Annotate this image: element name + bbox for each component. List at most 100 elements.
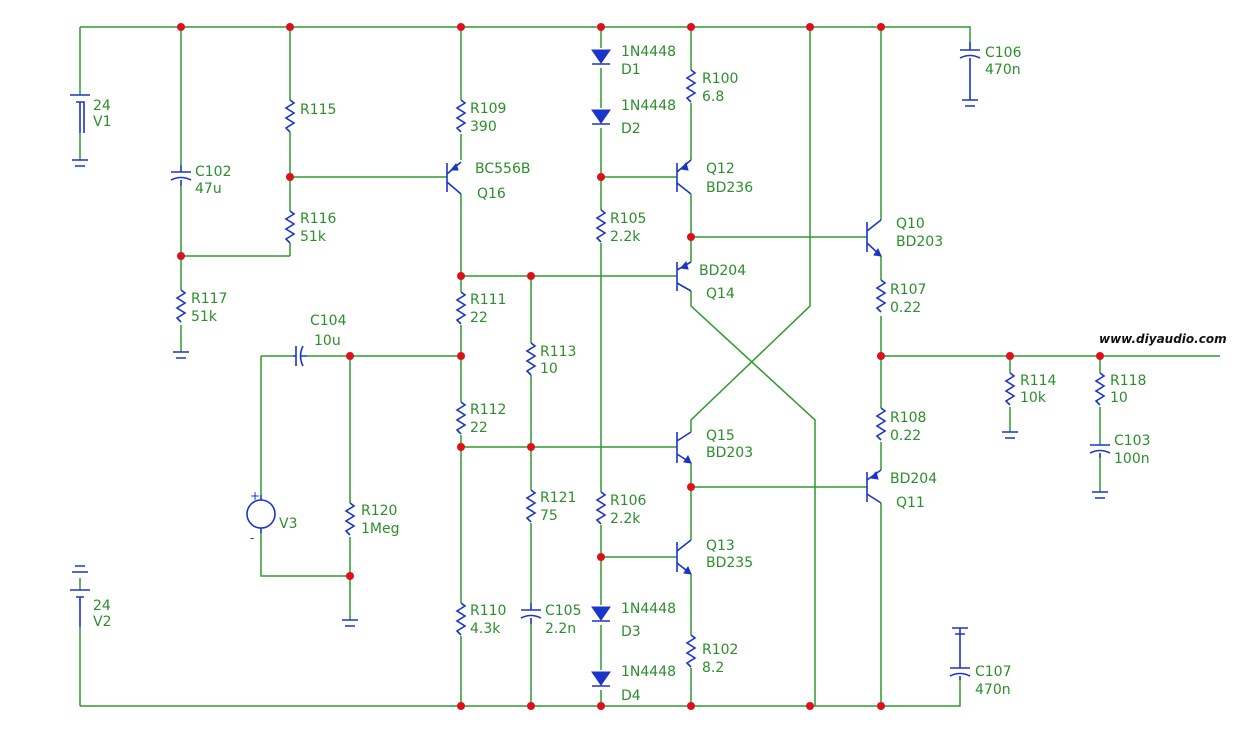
resistor-icon <box>455 602 467 636</box>
resistor-icon <box>344 502 356 536</box>
junction-dot <box>877 702 885 710</box>
ground-symbols <box>72 67 1108 660</box>
transistors <box>446 159 882 575</box>
junction-dot <box>286 23 294 31</box>
junction-dot <box>597 553 605 561</box>
resistor-icon <box>175 289 187 323</box>
q11-value: BD204 <box>890 471 937 487</box>
q16-name: Q16 <box>477 186 506 202</box>
r114-value: 10k <box>1020 390 1047 406</box>
q15-name: Q15 <box>706 428 735 444</box>
svg-text:+: + <box>250 489 260 503</box>
labels: 24 V1 24 V2 V3 C102 47u C104 10u C105 2.… <box>93 44 1227 704</box>
diode-icon <box>591 671 611 686</box>
junction-dot <box>877 352 885 360</box>
r102-value: 8.2 <box>702 660 724 676</box>
c102-name: C102 <box>195 164 232 180</box>
r120-name: R120 <box>361 503 397 519</box>
junction-dot <box>457 702 465 710</box>
q13-value: BD235 <box>706 555 753 571</box>
d2-value: 1N4448 <box>621 98 676 114</box>
transistor-q16-icon <box>446 161 462 195</box>
q14-name: Q14 <box>706 286 735 302</box>
r117-value: 51k <box>191 309 218 325</box>
ground-icon <box>1002 431 1018 439</box>
c105-name: C105 <box>545 603 582 619</box>
capacitor-icon <box>949 667 971 677</box>
r112-name: R112 <box>470 402 506 418</box>
resistor-icon <box>1094 372 1106 406</box>
q11-name: Q11 <box>896 495 925 511</box>
resistor-icon <box>595 209 607 243</box>
r105-name: R105 <box>610 211 646 227</box>
transistor-q11-icon <box>866 469 882 504</box>
bottom-rail-wire <box>80 680 961 707</box>
c106-value: 470n <box>985 62 1021 78</box>
resistor-icon <box>595 491 607 525</box>
r109-name: R109 <box>470 101 506 117</box>
junction-dot <box>457 23 465 31</box>
resistor-icon <box>685 69 697 103</box>
q16-value: BC556B <box>475 161 530 177</box>
v3-name: V3 <box>279 516 297 532</box>
watermark: www.diyaudio.com <box>1099 332 1227 346</box>
resistor-icon <box>875 279 887 313</box>
d3-value: 1N4448 <box>621 601 676 617</box>
resistor-icon <box>685 634 697 668</box>
c104-value: 10u <box>314 333 341 349</box>
junction-dot <box>597 702 605 710</box>
junction-dots <box>177 23 1104 710</box>
top-rail-wire <box>80 26 971 42</box>
ground-icon <box>72 565 88 573</box>
diode-icon <box>591 606 611 621</box>
r108-value: 0.22 <box>890 428 921 444</box>
d1-value: 1N4448 <box>621 44 676 60</box>
junction-dot <box>177 23 185 31</box>
transistor-q15-icon <box>676 431 692 464</box>
c103-value: 100n <box>1114 451 1150 467</box>
r112-value: 22 <box>470 420 488 436</box>
junction-dot <box>286 173 294 181</box>
transistor-q13-icon <box>676 539 692 575</box>
resistor-icon <box>525 489 537 523</box>
r120-value: 1Meg <box>361 521 400 537</box>
r108-name: R108 <box>890 410 926 426</box>
resistor-icon <box>875 407 887 441</box>
c107-name: C107 <box>975 664 1012 680</box>
transistor-q10-icon <box>866 219 882 257</box>
passive-parts <box>70 42 1111 680</box>
r107-name: R107 <box>890 282 926 298</box>
r118-value: 10 <box>1110 390 1128 406</box>
junction-dot <box>687 702 695 710</box>
r102-name: R102 <box>702 642 738 658</box>
c105-value: 2.2n <box>545 621 576 637</box>
capacitor-icon <box>1089 444 1111 454</box>
r105-value: 2.2k <box>610 229 641 245</box>
junction-dot <box>687 233 695 241</box>
junction-dot <box>687 483 695 491</box>
resistor-icon <box>455 291 467 325</box>
d2-name: D2 <box>621 121 641 137</box>
r117-name: R117 <box>191 291 227 307</box>
junction-dot <box>457 272 465 280</box>
q14-value: BD204 <box>699 263 746 279</box>
r118-name: R118 <box>1110 373 1146 389</box>
junction-dot <box>1006 352 1014 360</box>
junction-dot <box>346 352 354 360</box>
svg-text:-: - <box>250 531 254 545</box>
ground-icon <box>962 99 978 107</box>
ground-icon <box>72 159 88 167</box>
junction-dot <box>177 252 185 260</box>
q13-name: Q13 <box>706 538 735 554</box>
d3-name: D3 <box>621 624 641 640</box>
resistor-icon <box>525 342 537 376</box>
ground-icon <box>342 619 358 627</box>
junction-dot <box>806 702 814 710</box>
v1-name: V1 <box>93 114 111 130</box>
r109-value: 390 <box>470 119 497 135</box>
resistor-icon <box>455 99 467 133</box>
r107-value: 0.22 <box>890 300 921 316</box>
r121-value: 75 <box>540 508 558 524</box>
junction-dot <box>1096 352 1104 360</box>
